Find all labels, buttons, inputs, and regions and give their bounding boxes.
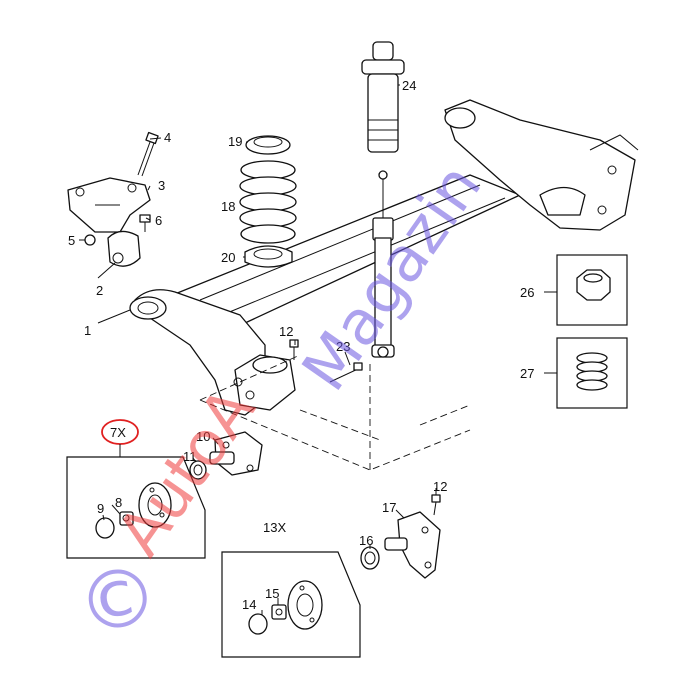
callout-13x: 13X <box>263 520 286 535</box>
callout-12-upper: 12 <box>279 324 293 339</box>
callout-4: 4 <box>164 130 171 145</box>
shock-absorber <box>371 170 395 358</box>
callout-26: 26 <box>520 285 534 300</box>
callout-7x: 7X <box>110 425 126 440</box>
kit-box-7x <box>66 419 206 559</box>
seal-ring-11 <box>189 460 207 480</box>
mount-bracket <box>67 177 151 233</box>
bolt-23 <box>329 362 363 383</box>
callout-23: 23 <box>336 339 350 354</box>
stub-axle-10 <box>209 431 263 476</box>
bump-stop-boot <box>361 41 405 153</box>
assembly-guide-lines <box>199 354 471 471</box>
lower-spring-seat <box>244 245 293 268</box>
callout-10: 10 <box>196 429 210 444</box>
callout-15: 15 <box>265 586 279 601</box>
callout-6: 6 <box>155 213 162 228</box>
detail-box-26 <box>544 254 628 326</box>
nut-5 <box>84 234 96 246</box>
bolt-6 <box>139 214 151 232</box>
callout-27: 27 <box>520 366 534 381</box>
callout-5: 5 <box>68 233 75 248</box>
leader-lines <box>79 84 437 615</box>
callout-1: 1 <box>84 323 91 338</box>
callout-16: 16 <box>359 533 373 548</box>
bolt-12-lower <box>431 494 441 516</box>
callout-18: 18 <box>221 199 235 214</box>
callout-17: 17 <box>382 500 396 515</box>
bolt-12-upper <box>289 339 299 360</box>
callout-20: 20 <box>221 250 235 265</box>
rear-axle-beam <box>129 99 639 416</box>
bolt-4 <box>137 131 159 177</box>
seal-ring-16 <box>360 546 380 570</box>
callout-24: 24 <box>402 78 416 93</box>
kit-box-13x <box>221 551 361 658</box>
callout-8: 8 <box>115 495 122 510</box>
callout-9: 9 <box>97 501 104 516</box>
callout-14: 14 <box>242 597 256 612</box>
callout-2: 2 <box>96 283 103 298</box>
stub-axle-17 <box>384 511 441 579</box>
upper-spring-seat <box>245 135 291 155</box>
coil-spring <box>239 160 297 244</box>
detail-box-27 <box>544 337 628 409</box>
watermark-copyright-symbol: © <box>71 547 166 652</box>
callout-12-lower: 12 <box>433 479 447 494</box>
callout-11: 11 <box>183 449 197 464</box>
callout-3: 3 <box>158 178 165 193</box>
callout-19: 19 <box>228 134 242 149</box>
callout-labels: 1 2 3 4 5 6 7X 8 9 10 11 12 12 13X 14 15… <box>68 78 534 612</box>
bushing-2 <box>107 230 141 267</box>
